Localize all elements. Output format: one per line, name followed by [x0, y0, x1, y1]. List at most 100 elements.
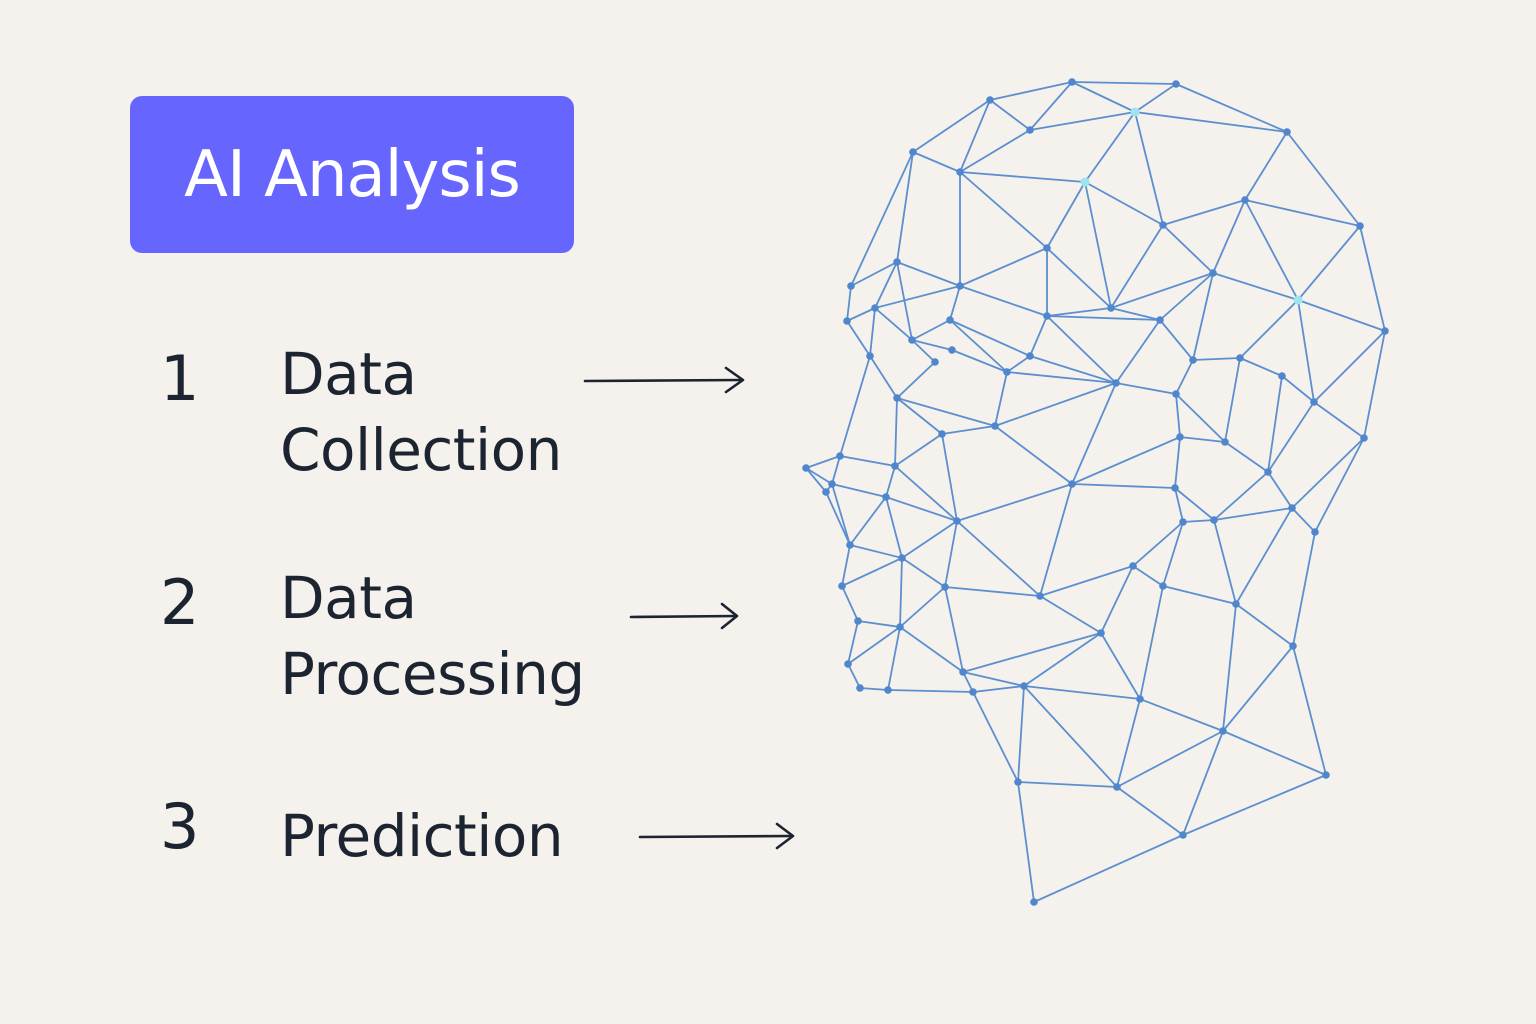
mesh-node — [856, 684, 864, 692]
mesh-edge — [896, 397, 996, 427]
mesh-edge — [869, 355, 898, 399]
mesh-node — [1097, 629, 1105, 637]
mesh-node — [836, 452, 844, 460]
mesh-node — [1159, 221, 1167, 229]
mesh-edge — [1192, 357, 1241, 361]
mesh-edge — [1139, 698, 1224, 732]
mesh-edge — [959, 171, 1048, 249]
mesh-node — [956, 168, 964, 176]
mesh-edge — [1222, 730, 1327, 776]
mesh-edge — [805, 467, 833, 485]
mesh-edge — [1213, 471, 1269, 521]
mesh-node — [1189, 356, 1197, 364]
mesh-node — [1360, 434, 1368, 442]
mesh-edge — [962, 671, 1025, 687]
mesh-edge — [1033, 834, 1184, 903]
mesh-edge — [1110, 224, 1164, 309]
mesh-edge — [1162, 585, 1237, 605]
mesh-node — [854, 617, 862, 625]
mesh-node — [846, 541, 854, 549]
mesh-edge — [956, 483, 1073, 522]
mesh-node — [1288, 504, 1296, 512]
mesh-edge — [850, 261, 898, 287]
mesh-node — [1219, 727, 1227, 735]
mesh-node — [909, 148, 917, 156]
mesh-edge — [1132, 565, 1164, 587]
mesh-edge — [1162, 224, 1214, 274]
mesh-edge — [859, 687, 889, 691]
mesh-edge — [911, 339, 953, 351]
mesh-node — [1172, 80, 1180, 88]
mesh-edge — [850, 151, 914, 287]
mesh-edge — [959, 285, 1048, 317]
mesh-edge — [1039, 483, 1073, 597]
mesh-edge — [1071, 382, 1117, 485]
mesh-edge — [941, 433, 958, 522]
mesh-edge — [944, 586, 1041, 597]
mesh-node — [847, 282, 855, 290]
mesh-edge — [959, 247, 1048, 287]
mesh-node — [1159, 582, 1167, 590]
mesh-edge — [846, 320, 871, 357]
mesh-node — [1221, 438, 1229, 446]
mesh-edge — [847, 620, 859, 665]
mesh-node — [1176, 433, 1184, 441]
mesh-edge — [1071, 483, 1176, 489]
mesh-edge — [1017, 685, 1025, 783]
mesh-edge — [994, 371, 1008, 427]
mesh-edge — [1115, 382, 1177, 395]
mesh-node — [838, 582, 846, 590]
mesh-edge — [994, 382, 1117, 427]
mesh-edge — [912, 99, 991, 153]
mesh-edge — [1212, 199, 1246, 274]
mesh-edge — [825, 491, 851, 546]
mesh-node — [1283, 128, 1291, 136]
mesh-edge — [941, 425, 996, 435]
mesh-edge — [989, 99, 1031, 131]
arrow-right-icon — [583, 366, 745, 394]
mesh-edge — [887, 689, 974, 693]
mesh-node — [893, 394, 901, 402]
mesh-edge — [1281, 375, 1315, 403]
mesh-edge — [847, 626, 901, 665]
mesh-edge — [972, 691, 1019, 783]
mesh-edge — [951, 349, 1008, 373]
mesh-edge — [1363, 330, 1386, 439]
mesh-edge — [805, 467, 827, 493]
mesh-edge — [1046, 315, 1161, 321]
mesh-edge — [1023, 685, 1141, 700]
mesh-edge — [944, 586, 964, 673]
mesh-node — [956, 282, 964, 290]
mesh-node — [1130, 107, 1140, 117]
mesh-edge — [1179, 436, 1226, 443]
mesh-edge — [1006, 371, 1117, 384]
mesh-node — [1171, 484, 1179, 492]
mesh-edge — [805, 455, 841, 469]
mesh-node — [1129, 562, 1137, 570]
mesh-edge — [959, 99, 991, 173]
mesh-node — [1209, 269, 1217, 277]
mesh-node — [1172, 390, 1180, 398]
mesh-node — [866, 352, 874, 360]
mesh-edge — [896, 151, 914, 263]
mesh-edge — [846, 285, 852, 322]
mesh-edge — [1134, 111, 1164, 226]
mesh-edge — [1297, 299, 1315, 403]
mesh-edge — [841, 585, 859, 622]
mesh-edge — [1182, 730, 1224, 836]
mesh-node — [822, 488, 830, 496]
mesh-edge — [1132, 521, 1184, 567]
mesh-node — [1113, 783, 1121, 791]
mesh-edge — [1084, 111, 1136, 183]
mesh-node — [1136, 695, 1144, 703]
mesh-node — [871, 304, 879, 312]
mesh-edge — [911, 319, 951, 341]
mesh-edge — [1313, 401, 1365, 439]
mesh-edge — [1235, 507, 1293, 605]
mesh-node — [896, 623, 904, 631]
mesh-edge — [1192, 272, 1214, 361]
mesh-edge — [1116, 786, 1184, 836]
mesh-edge — [1071, 81, 1177, 85]
mesh-edge — [831, 483, 887, 498]
mesh-edge — [899, 586, 946, 628]
